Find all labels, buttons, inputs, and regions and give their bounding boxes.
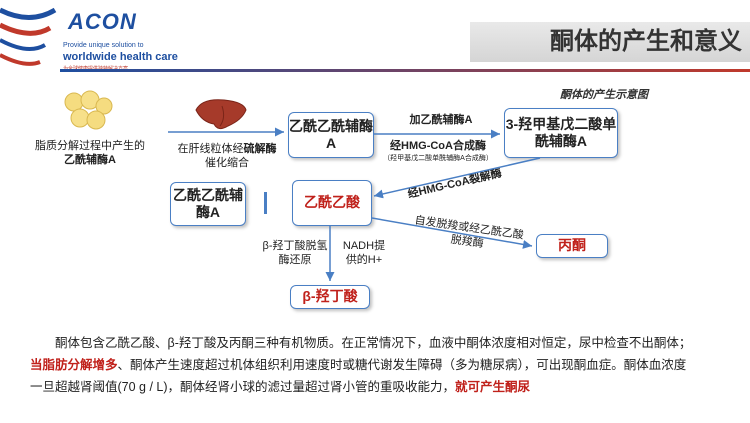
body-paragraph: 酮体包含乙酰乙酸、β-羟丁酸及丙酮三种有机物质。在正常情况下，血液中酮体浓度相对… — [30, 332, 730, 398]
logo-name: ACON — [68, 9, 137, 34]
equilibrium-bar — [264, 192, 267, 214]
paragraph-line-3: 一旦超越肾阈值(70 g / L)，酮体经肾小球的滤过量超过肾小管的重吸收能力，… — [30, 380, 531, 394]
logo-emblem-icon — [0, 7, 57, 66]
title-background — [470, 22, 750, 62]
source-label: 脂质分解过程中产生的乙酰辅酶A — [35, 140, 145, 166]
step2-label: 经HMG-CoA合成酶 — [390, 140, 486, 152]
box-acetoacetate: 乙酰乙酸 — [292, 180, 372, 226]
highlight-fat-breakdown: 当脂肪分解增多 — [30, 358, 118, 372]
logo-tagline-1: Provide unique solution to — [63, 42, 144, 49]
box-beta-hydroxybutyrate: β-羟丁酸 — [290, 285, 370, 309]
header-divider — [60, 69, 750, 72]
box-acetoacetyl-coa: 乙酰乙酰辅酶A — [288, 112, 374, 158]
box-acetoacetyl-coa-left: 乙酰乙酰辅酶A — [170, 182, 246, 226]
liver-label: 在肝线粒体经硫解酶催化缩合 — [177, 143, 277, 169]
page-title: 酮体的产生和意义 — [550, 28, 742, 55]
fat-droplets-icon — [64, 90, 113, 130]
bhb-enzyme-label: β-羟丁酸脱氢酶还原 — [262, 240, 328, 266]
arrow-hmg-to-acetoacetate — [373, 157, 541, 199]
box-hmg-coa: 3-羟甲基戊二酸单酰辅酶A — [504, 108, 618, 158]
logo-tagline-2: worldwide health care — [63, 51, 178, 63]
arrow-acetoacetate-to-acetone — [371, 217, 533, 249]
highlight-ketonuria: 就可产生酮尿 — [455, 380, 531, 394]
diagram-title: 酮体的产生示意图 — [560, 89, 648, 101]
liver-icon — [195, 99, 247, 130]
step1-label: 加乙酰辅酶A — [409, 114, 473, 126]
paragraph-line-1: 酮体包含乙酰乙酸、β-羟丁酸及丙酮三种有机物质。在正常情况下，血液中酮体浓度相对… — [55, 336, 692, 350]
step2-sublabel: （羟甲基戊二酸单酰辅酶A合成酶） — [383, 155, 493, 162]
paragraph-line-2: 当脂肪分解增多、酮体产生速度超过机体组织利用速度时或糖代谢发生障碍（多为糖尿病）… — [30, 358, 687, 372]
nadh-label: NADH提供的H+ — [342, 240, 386, 266]
box-acetone: 丙酮 — [536, 234, 608, 258]
